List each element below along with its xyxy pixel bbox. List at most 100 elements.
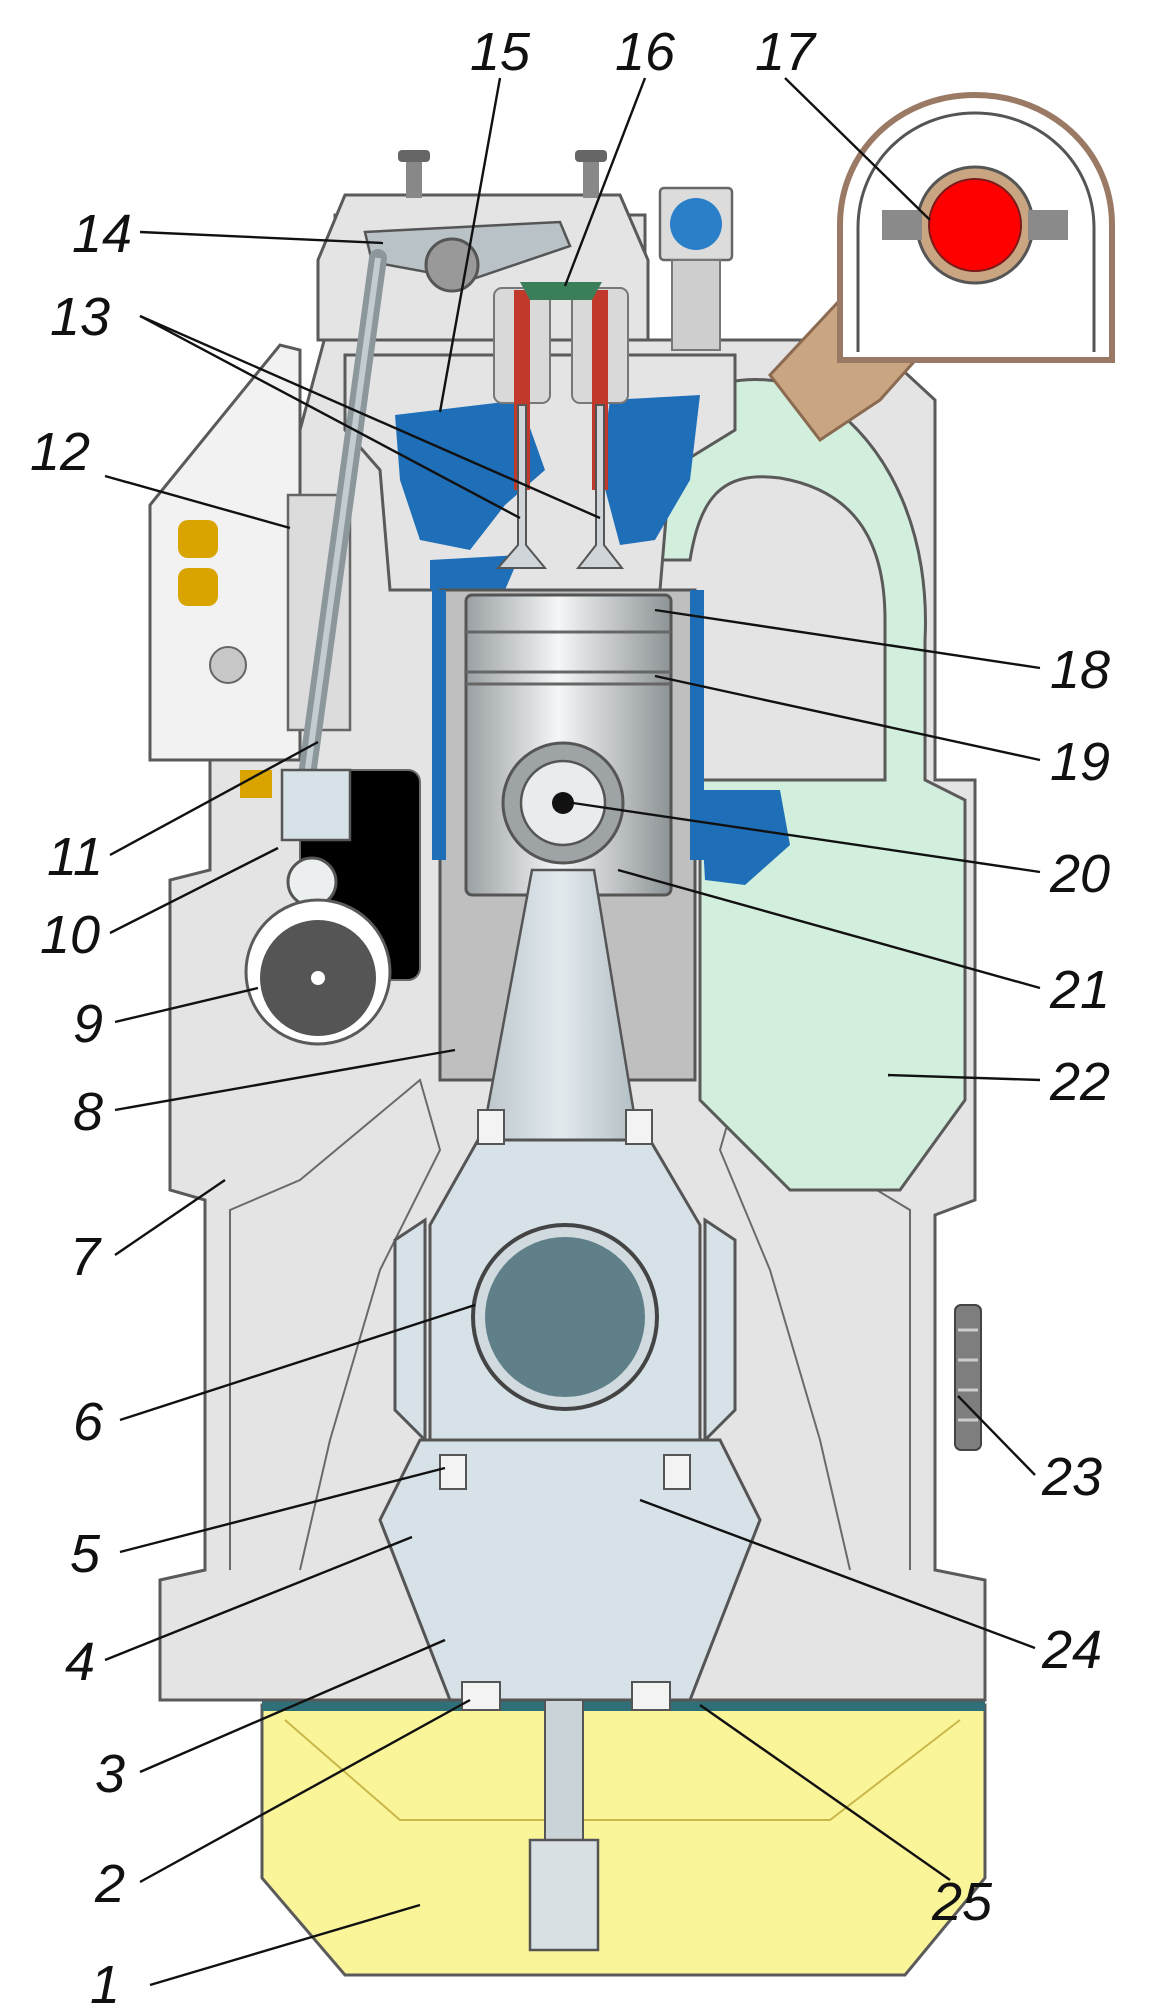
intake-valve	[495, 404, 548, 569]
manifold-clamp-left	[882, 210, 922, 240]
exhaust-manifold	[928, 178, 1022, 272]
cover-stud-left	[406, 152, 422, 198]
leader-24	[639, 1498, 1036, 1650]
charge-air-duct	[613, 378, 967, 1192]
leader-25	[699, 1704, 951, 1881]
callout-8: 8	[73, 1082, 103, 1142]
tappet-sensor	[240, 770, 272, 798]
block-left-web	[229, 1078, 442, 1571]
leader-8	[114, 1048, 456, 1112]
callout-2: 2	[94, 1854, 125, 1914]
leader-9	[114, 986, 259, 1024]
callout-19: 19	[1050, 732, 1110, 792]
fuel-fitting-upper	[178, 520, 218, 558]
leader-6	[119, 1303, 476, 1422]
exhaust-assembly	[768, 91, 1115, 443]
tappet-assembly	[240, 768, 352, 908]
leader-19	[654, 674, 1041, 762]
piston-pin-oil-hole	[552, 792, 574, 814]
coolant-jacket-lower-right	[700, 790, 790, 885]
oil-strainer	[528, 1838, 600, 1952]
callout-6: 6	[73, 1392, 104, 1452]
vibration-damper	[954, 1304, 982, 1451]
camshaft-center	[311, 971, 325, 985]
cap-bolt-left	[439, 1454, 467, 1490]
leader-20	[572, 801, 1041, 874]
leader-12	[104, 474, 291, 530]
coolant-port-stem	[671, 259, 721, 351]
callout-11: 11	[47, 827, 103, 887]
manifold-clamp-right	[1028, 210, 1068, 240]
valve-train	[493, 282, 629, 569]
coolant-jacket-left	[432, 590, 446, 860]
callout-labels: 1 2 3 4 5 6 7 8 9 10 11 12 13 14 15 16 1…	[30, 22, 1110, 2013]
main-bearing-cap	[378, 1438, 762, 1702]
callout-5: 5	[70, 1524, 101, 1584]
callout-1: 1	[90, 1955, 120, 2013]
callout-17: 17	[755, 22, 817, 82]
piston	[464, 593, 673, 897]
coolant-passage-left	[395, 400, 545, 550]
leader-1	[149, 1903, 421, 1987]
callout-12: 12	[30, 422, 90, 482]
coolant-port	[658, 186, 734, 351]
rod-bolt-right	[625, 1109, 653, 1145]
leader-22	[887, 1073, 1041, 1082]
callout-3: 3	[95, 1744, 125, 1804]
manifold-heat-shield-inner	[856, 111, 1096, 352]
oil-pickup	[528, 1699, 600, 1952]
push-rod-highlight	[302, 257, 381, 791]
air-duct-body	[613, 378, 967, 1192]
callout-16: 16	[615, 22, 676, 82]
callout-7: 7	[70, 1227, 102, 1287]
callout-23: 23	[1041, 1447, 1102, 1507]
leader-14	[139, 230, 384, 245]
leader-13a	[139, 314, 521, 520]
cover-nut-left	[398, 150, 430, 162]
oil-sump-body	[260, 1703, 987, 1977]
callout-9: 9	[73, 994, 103, 1054]
fuel-filter-cap	[209, 646, 247, 684]
coolant-passage-lower-left	[430, 555, 520, 590]
leader-17	[784, 77, 931, 221]
leader-2	[139, 1698, 471, 1884]
callout-20: 20	[1049, 844, 1110, 904]
crankshaft-journal	[485, 1237, 645, 1397]
fuel-fitting-lower	[178, 568, 218, 606]
coolant-passage-right	[600, 395, 700, 545]
valve-bridge	[520, 282, 602, 300]
cap-bolt-right	[663, 1454, 691, 1490]
cover-stud-right	[583, 152, 599, 198]
leader-4	[104, 1535, 413, 1662]
rod-bolt-left	[477, 1109, 505, 1145]
leader-11	[109, 740, 319, 857]
exhaust-valve	[575, 404, 625, 569]
leader-3	[139, 1638, 446, 1774]
leader-15	[438, 77, 502, 413]
damper-body	[954, 1304, 982, 1451]
callout-25: 25	[931, 1872, 993, 1932]
pump-side-cover	[148, 343, 302, 762]
leader-18	[654, 608, 1041, 670]
callout-13: 13	[50, 287, 110, 347]
cylinder-head	[343, 353, 737, 592]
callout-21: 21	[1049, 960, 1110, 1020]
leader-16	[563, 77, 647, 287]
oil-pickup-pipe	[544, 1699, 584, 1841]
callout-10: 10	[40, 905, 100, 965]
leader-5	[119, 1466, 446, 1554]
callout-4: 4	[65, 1632, 95, 1692]
running-gear	[378, 868, 762, 1711]
leader-21	[617, 868, 1041, 990]
cover-nut-right	[575, 150, 607, 162]
leader-23	[957, 1395, 1036, 1476]
leader-lines	[104, 77, 1041, 1987]
leader-10	[109, 846, 279, 935]
coolant-port-opening	[670, 198, 722, 250]
leader-13b	[139, 314, 601, 520]
oil-sump	[260, 1697, 987, 1977]
callout-18: 18	[1050, 640, 1110, 700]
sump-bolt-right	[631, 1681, 671, 1711]
sump-bolt-left	[461, 1681, 501, 1711]
callout-22: 22	[1049, 1052, 1110, 1112]
